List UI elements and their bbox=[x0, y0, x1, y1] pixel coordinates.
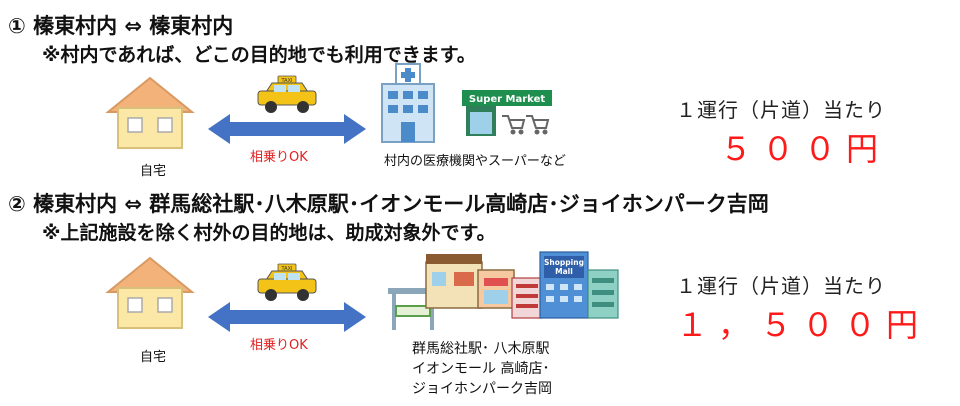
route1-note-rest: であれば、どこの目的地でも利用できます。 bbox=[98, 44, 476, 66]
mall-sign-line1: Shopping bbox=[544, 258, 584, 267]
shop-icon bbox=[425, 254, 515, 309]
station-icon bbox=[388, 288, 438, 330]
taxi-icon: TAXI bbox=[257, 75, 317, 113]
route1-fare-label: １運行（片道）当たり bbox=[676, 98, 886, 122]
route1-share-label: 相乗りOK bbox=[250, 150, 308, 165]
route2-share-label: 相乗りOK bbox=[250, 338, 308, 353]
supermarket-icon: Super Market bbox=[462, 90, 552, 136]
mall-sign-line2: Mall bbox=[555, 267, 573, 276]
route1-fare-price: ５００円 bbox=[720, 130, 889, 168]
round-trip-arrow bbox=[208, 114, 366, 144]
route2-title: ② 榛東村内 ⇔ 群馬総社駅･八木原駅･イオンモール高崎店･ジョイホンパーク吉岡 bbox=[8, 192, 769, 216]
route2-home-label: 自宅 bbox=[140, 350, 167, 365]
route1-note-bold: 村内 bbox=[60, 44, 99, 66]
route1-note-prefix: ※ bbox=[42, 44, 61, 66]
route1-taxi-sign: TAXI bbox=[281, 78, 293, 84]
home-icon bbox=[105, 256, 195, 329]
route2-taxi-sign: TAXI bbox=[281, 266, 293, 272]
taxi-icon: TAXI bbox=[257, 263, 317, 301]
route2-dest-line1: 群馬総社駅･ 八木原駅 bbox=[412, 341, 550, 357]
route2-fare-price: １，５００円 bbox=[676, 306, 929, 344]
route1-dest-sign: Super Market bbox=[469, 94, 545, 105]
route1-title: ① 榛東村内 ⇔ 榛東村内 bbox=[8, 14, 234, 38]
shopping-mall-icon: Shopping Mall bbox=[511, 251, 619, 319]
home-icon bbox=[105, 76, 195, 149]
route2-note: ※上記施設を除く村外の目的地は、助成対象外です。 bbox=[42, 222, 496, 244]
route1-note: ※村内であれば、どこの目的地でも利用できます。 bbox=[42, 40, 476, 67]
route2-fare-label: １運行（片道）当たり bbox=[676, 274, 886, 298]
route2-dest-line3: ジョイホンパーク吉岡 bbox=[412, 381, 552, 397]
route1-dest-label: 村内の医療機関やスーパーなど bbox=[384, 154, 566, 169]
route1-home-label: 自宅 bbox=[140, 164, 167, 179]
hospital-icon bbox=[381, 63, 435, 143]
round-trip-arrow bbox=[208, 302, 366, 332]
route2-dest-line2: イオンモール 高崎店･ bbox=[412, 361, 550, 377]
